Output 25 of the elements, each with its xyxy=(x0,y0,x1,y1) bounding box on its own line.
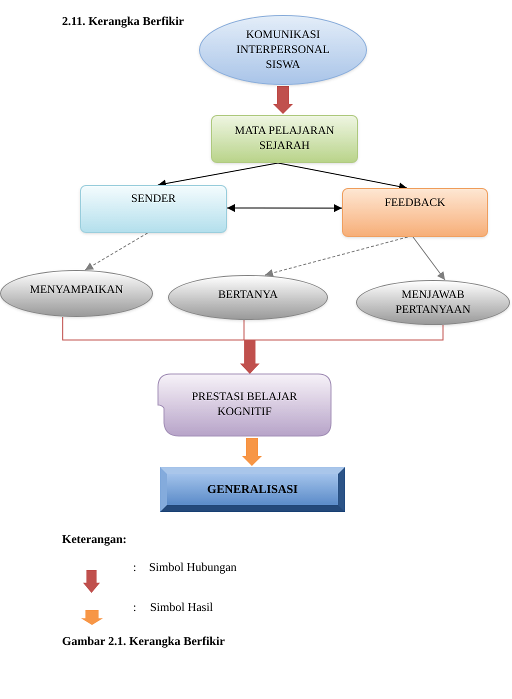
rounded-box: SENDER xyxy=(80,185,227,233)
arrow xyxy=(412,236,446,280)
dashed-arrow xyxy=(84,232,148,270)
double-arrow xyxy=(226,204,342,212)
legend-label: Simbol Hubungan xyxy=(149,560,237,575)
oval-node: MENYAMPAIKAN xyxy=(0,270,153,317)
merge-arrow xyxy=(240,324,444,374)
block-arrow xyxy=(242,438,262,466)
dashed-arrow xyxy=(264,236,408,277)
rounded-box: FEEDBACK xyxy=(342,188,488,237)
legend-heading: Keterangan: xyxy=(62,532,127,547)
arrow xyxy=(157,162,278,188)
oval-node: MENJAWAB PERTANYAAN xyxy=(356,280,510,325)
rounded-box: MATA PELAJARAN SEJARAH xyxy=(211,115,358,163)
oval-node: KOMUNIKASI INTERPERSONAL SISWA xyxy=(199,15,367,85)
legend-colon: : xyxy=(133,600,136,615)
beveled-box: GENERALISASI xyxy=(160,467,345,512)
legend-label: Simbol Hasil xyxy=(150,600,214,615)
legend-colon: : xyxy=(133,560,136,575)
arrow xyxy=(278,162,408,190)
section-heading: 2.11. Kerangka Berfikir xyxy=(62,14,184,29)
figure-caption: Gambar 2.1. Kerangka Berfikir xyxy=(62,634,225,649)
block-arrow xyxy=(273,86,293,114)
process-shape: PRESTASI BELAJAR KOGNITIF xyxy=(157,373,332,437)
oval-node: BERTANYA xyxy=(168,275,328,320)
